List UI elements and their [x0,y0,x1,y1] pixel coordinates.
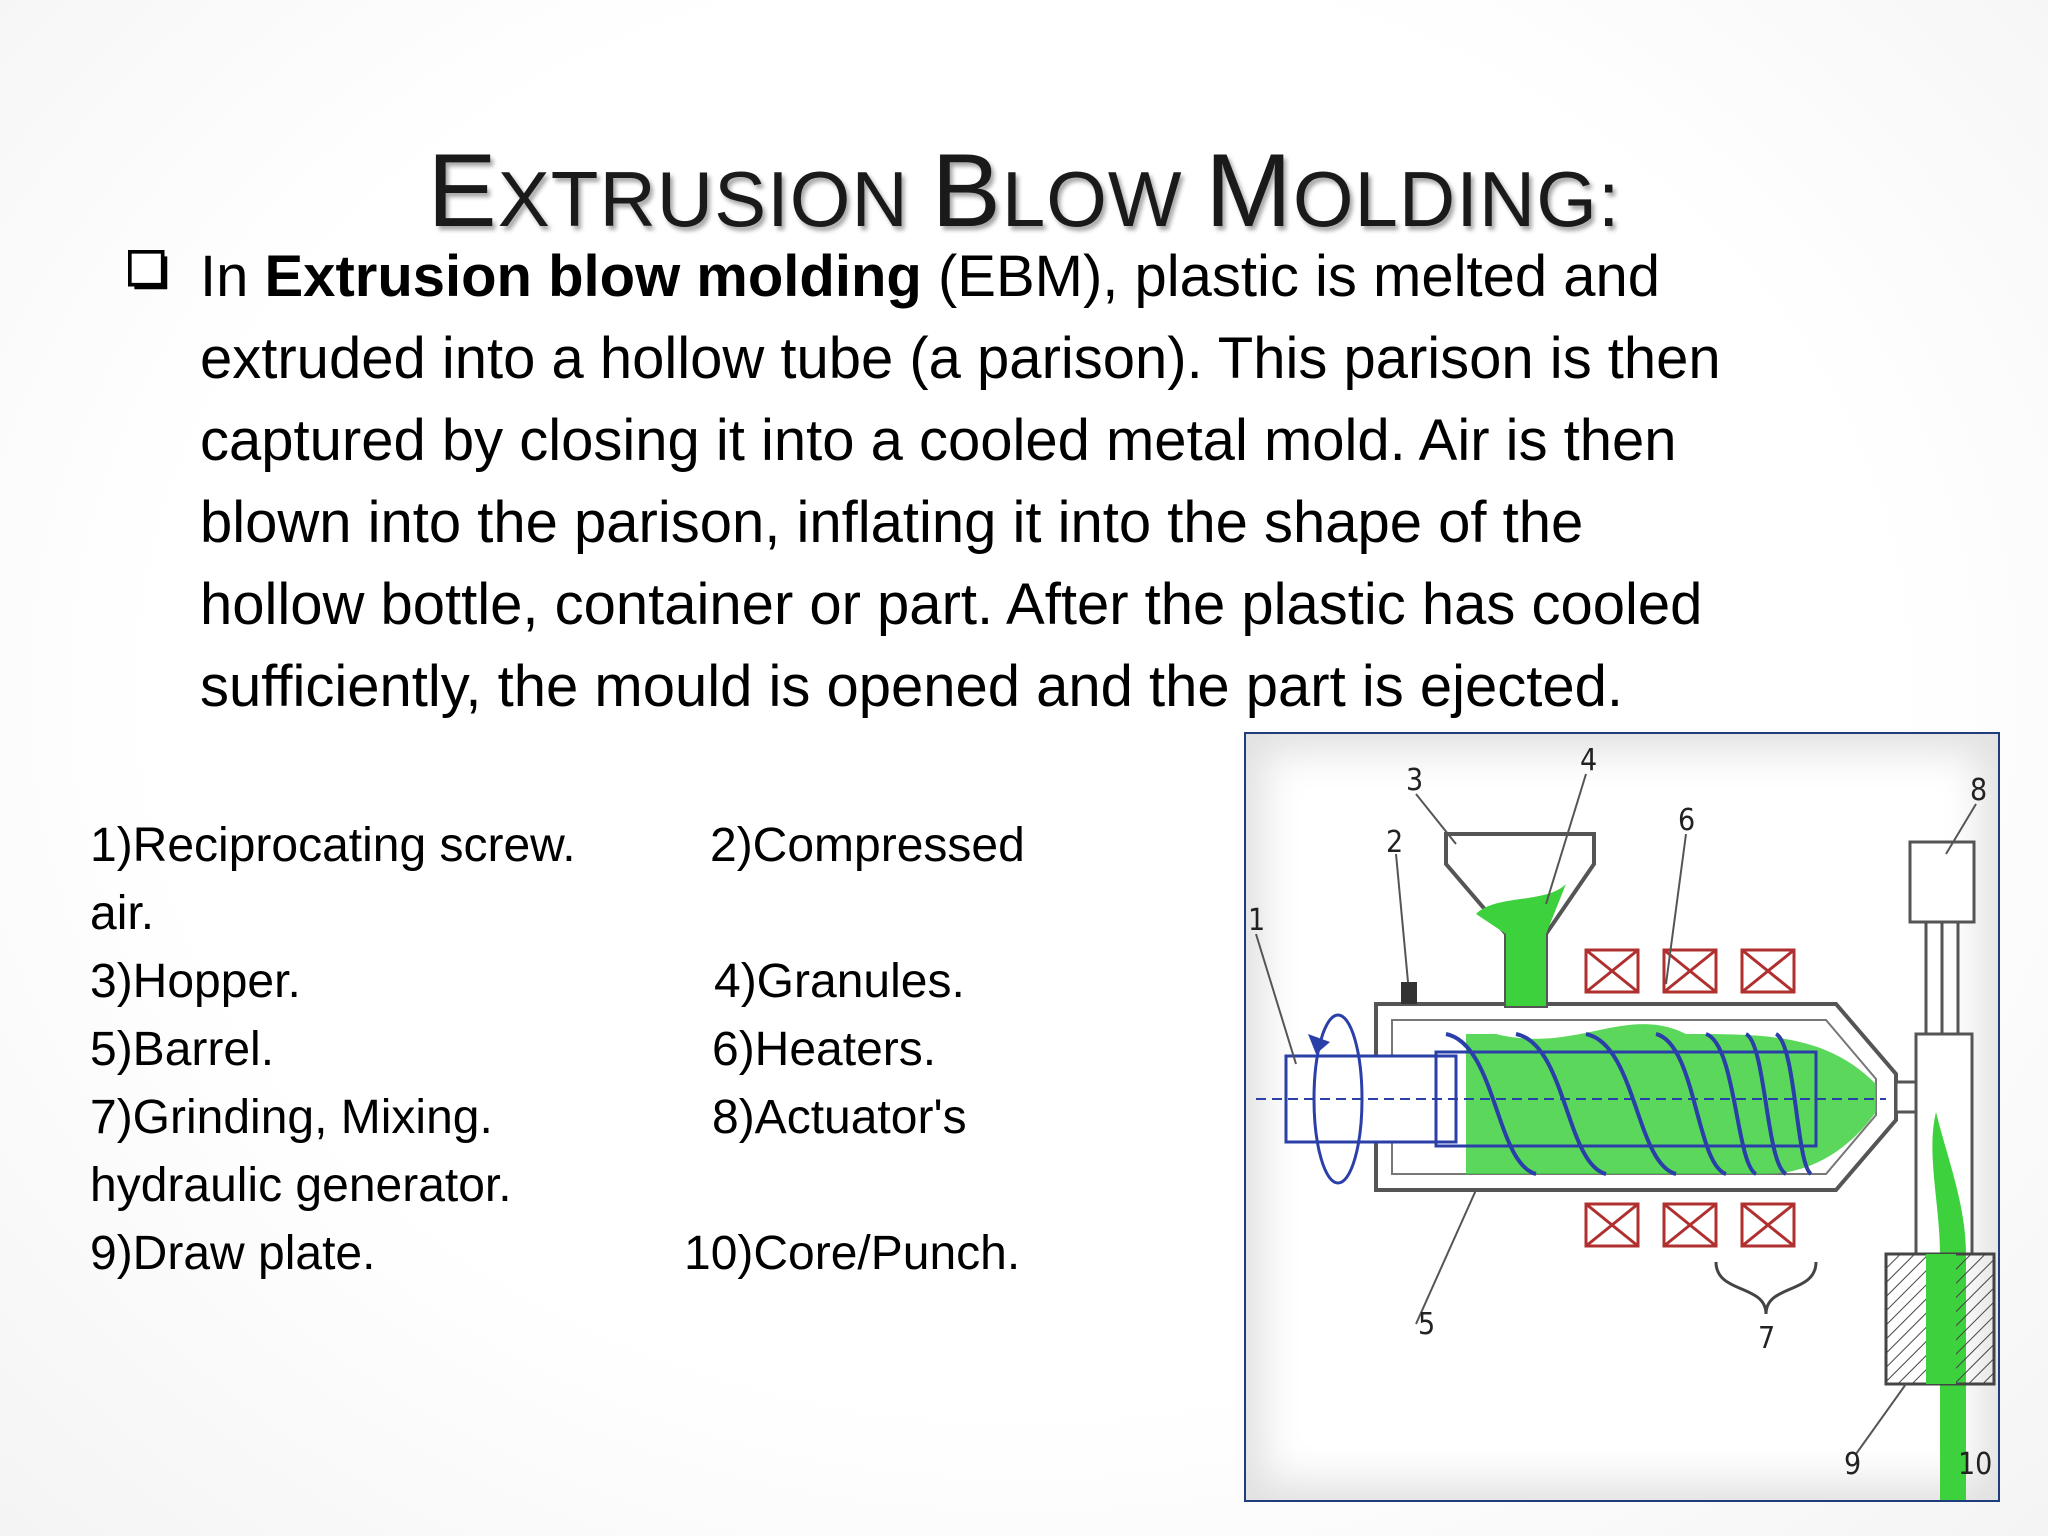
slide-title: EXTRUSION BLOW MOLDING: [427,132,1621,249]
extruder-schematic: 1 2 3 4 5 6 7 8 9 10 [1248,743,1996,1500]
parts-line: hydraulic generator. [90,1159,512,1212]
hopper [1444,832,1596,1008]
heaters [1584,948,1796,1248]
parts-line: 7)Grinding, Mixing. 8)Actuator's [90,1091,967,1144]
parts-line: air. [90,887,155,940]
plastic-melt [1466,1024,1876,1174]
extrusion-diagram: 1 2 3 4 5 6 7 8 9 10 [1244,732,2000,1502]
label-3: 3 [1406,763,1423,798]
label-9: 9 [1844,1447,1861,1482]
compressed-air-valve [1401,982,1417,1004]
actuator [1908,840,1976,924]
label-7: 7 [1758,1321,1775,1356]
rotation-arrow [1308,1013,1364,1185]
label-2: 2 [1386,825,1403,860]
checkbox-bullet-icon [128,250,168,290]
bullet-paragraph: In Extrusion blow molding (EBM), plastic… [200,244,1721,719]
parts-list: 1)Reciprocating screw. 2)Compressed air.… [90,812,1190,1288]
brace [1714,1261,1818,1315]
label-1: 1 [1248,903,1265,938]
bold-term: Extrusion blow molding [264,244,922,309]
parts-line: 3)Hopper. 4)Granules. [90,955,965,1008]
label-10: 10 [1958,1447,1992,1482]
draw-plate [1884,1252,1996,1386]
parts-line: 5)Barrel. 6)Heaters. [90,1023,937,1076]
label-6: 6 [1678,803,1695,838]
label-8: 8 [1970,773,1987,808]
label-5: 5 [1418,1307,1435,1342]
parts-line: 9)Draw plate. 10)Core/Punch. [90,1227,1021,1280]
screw-flights [1445,1032,1813,1176]
label-4: 4 [1580,743,1597,778]
parts-line: 1)Reciprocating screw. 2)Compressed [90,819,1025,872]
